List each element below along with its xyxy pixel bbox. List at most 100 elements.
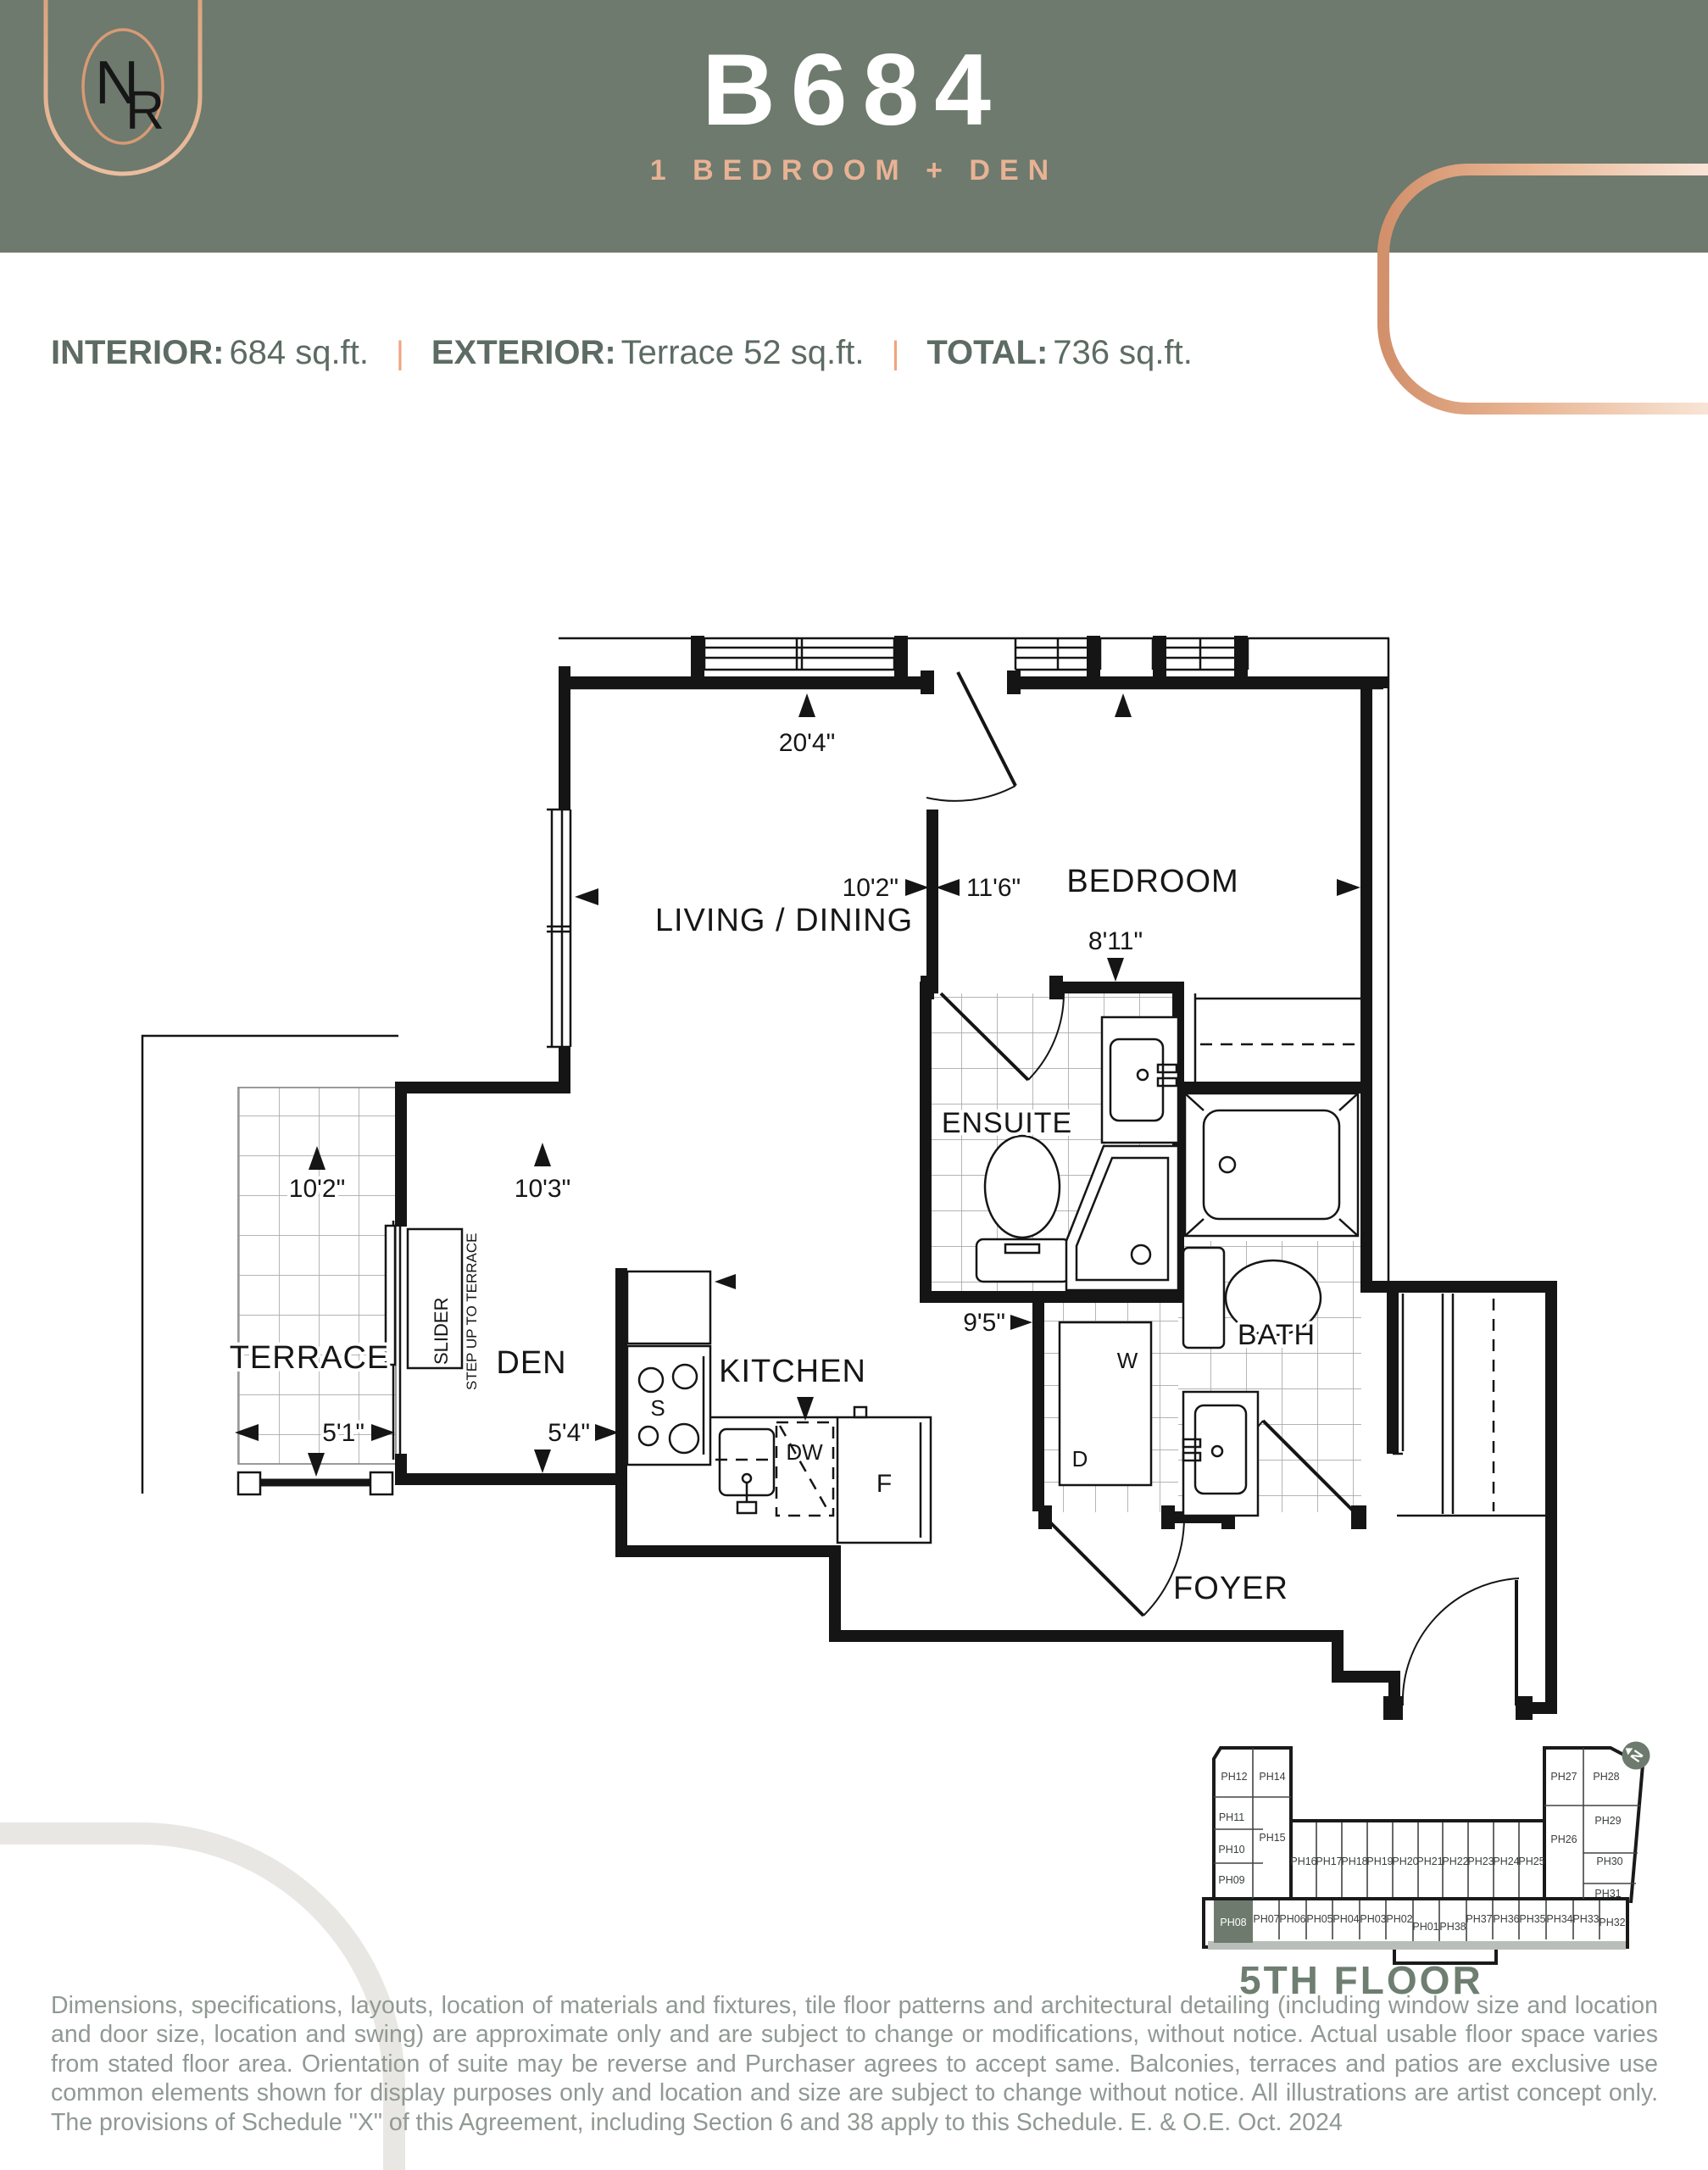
keyplan-unit-ph20: PH20 [1392,1856,1418,1867]
step-up-label: STEP UP TO TERRACE [464,1233,480,1391]
total-stat: TOTAL:736 sq.ft. [926,334,1193,372]
stat-separator-2: | [891,336,900,371]
bath-tile [1178,1241,1361,1512]
keyplan-unit-ph32: PH32 [1599,1917,1625,1928]
keyplan-unit-ph36: PH36 [1493,1913,1519,1925]
disclaimer-text: Dimensions, specifications, layouts, loc… [51,1991,1658,2136]
washer-label: W [1117,1348,1138,1373]
keyplan-unit-ph17: PH17 [1316,1856,1342,1867]
ensuite-toilet-icon [975,1134,1071,1283]
slider-door: SLIDER STEP UP TO TERRACE [384,1221,480,1460]
laundry-tile [1044,1303,1178,1512]
bath-door [1229,1419,1360,1517]
keyplan-unit-ph21: PH21 [1416,1856,1443,1867]
dim-terrace-depth: 10'2" [289,1175,345,1203]
keyplan-unit-ph27: PH27 [1550,1771,1577,1783]
keyplan-unit-ph19: PH19 [1366,1856,1393,1867]
keyplan-unit-ph23: PH23 [1467,1856,1494,1867]
keyplan-unit-ph38: PH38 [1439,1921,1466,1933]
keyplan-partitions [1214,1748,1640,1945]
dishwasher-label: DW [786,1439,823,1465]
entry-door [1401,1577,1520,1706]
keyplan-unit-ph24: PH24 [1493,1856,1519,1867]
dim-bath-depth: 9'5" [963,1309,1005,1337]
total-label: TOTAL: [926,334,1049,371]
keyplan-unit-ph25: PH25 [1518,1856,1544,1867]
keyplan-unit-ph03: PH03 [1360,1913,1386,1925]
ensuite-fixtures [975,1015,1180,1292]
ensuite-door [939,992,1065,1082]
keyplan-unit-ph31: PH31 [1594,1888,1621,1900]
compass-n-label: N [1627,1747,1647,1765]
dim-terrace-width: 5'1" [322,1419,364,1447]
upper-cabinet [626,1270,712,1345]
terrace-label: TERRACE [230,1340,390,1376]
kitchen-label: KITCHEN [719,1354,866,1389]
interior-label: INTERIOR: [51,334,225,371]
laundry-door [1043,1516,1186,1617]
windows-and-thin-lines [547,637,1551,1517]
title-block: B684 1 BEDROOM + DEN [0,39,1708,187]
keyplan-unit-ph30: PH30 [1596,1856,1622,1867]
dim-bedroom-depth: 8'11" [1088,927,1143,955]
exterior-stat: EXTERIOR:Terrace 52 sq.ft. [431,334,865,372]
ensuite-tile [932,993,1178,1297]
slider-label: SLIDER [431,1298,452,1365]
keyplan-unit-ph02: PH02 [1386,1913,1412,1925]
ensuite-label: ENSUITE [942,1107,1072,1139]
keyplan-unit-ph29: PH29 [1594,1815,1621,1827]
total-value: 736 sq.ft. [1053,334,1193,371]
terrace-railing [236,1471,394,1496]
keyplan-unit-ph10: PH10 [1218,1844,1244,1856]
keyplan-unit-ph06: PH06 [1279,1913,1305,1925]
door-jambs [395,636,1533,1720]
washer-dryer-icon [1058,1321,1153,1487]
dim-bedroom-width: 11'6" [966,874,1021,902]
keyplan-unit-ph22: PH22 [1442,1856,1468,1867]
interior-value: 684 sq.ft. [229,334,369,371]
stat-separator: | [396,336,404,371]
keyplan-unit-ph07: PH07 [1253,1913,1279,1925]
doors [926,671,1520,1706]
bath-toilet-icon [1182,1246,1322,1349]
area-stats: INTERIOR:684 sq.ft. | EXTERIOR:Terrace 5… [51,334,1193,372]
keyplan-unit-ph37: PH37 [1466,1913,1492,1925]
keyplan-unit-ph26: PH26 [1550,1833,1577,1845]
keyplan-unit-ph05: PH05 [1306,1913,1332,1925]
keyplan-unit-ph08: PH08 [1220,1917,1246,1928]
stove-icon [626,1344,712,1466]
exterior-value: Terrace 52 sq.ft. [620,334,865,371]
fridge-label: F [876,1470,892,1498]
keyplan-unit-ph12: PH12 [1221,1771,1247,1783]
bedroom-door [926,671,1017,802]
keyplan-unit-ph01: PH01 [1412,1921,1438,1933]
dashed-lines [634,1043,1495,1517]
keyplan-unit-ph15: PH15 [1259,1832,1285,1844]
terrace-tile [237,1087,397,1465]
page-subtitle: 1 BEDROOM + DEN [649,154,1059,186]
dim-kitchen-width: 5'4" [548,1419,590,1447]
keyplan-unit-ph14: PH14 [1259,1771,1285,1783]
keyplan-balcony-strip [1208,1941,1626,1950]
dimension-arrows [235,693,1360,1477]
ensuite-vanity-icon [1100,1015,1180,1144]
keyplan-unit-ph34: PH34 [1546,1913,1572,1925]
living-label: LIVING / DINING [655,903,913,938]
compass-icon: N [1622,1741,1650,1770]
walls-thick [395,666,1557,1714]
dim-living-depth: 10'2" [843,874,899,902]
keyplan-unit-ph28: PH28 [1593,1771,1619,1783]
page-title: B684 [702,33,1006,147]
property-line [141,1034,398,1494]
keyplan-unit-ph11: PH11 [1219,1811,1244,1823]
bathtub-icon [1183,1092,1360,1238]
keyplan-unit-ph18: PH18 [1341,1856,1367,1867]
dryer-label: D [1072,1446,1088,1472]
interior-stat: INTERIOR:684 sq.ft. [51,334,369,372]
kitchen-sink-icon [718,1427,776,1515]
keyplan-unit-ph16: PH16 [1290,1856,1316,1867]
